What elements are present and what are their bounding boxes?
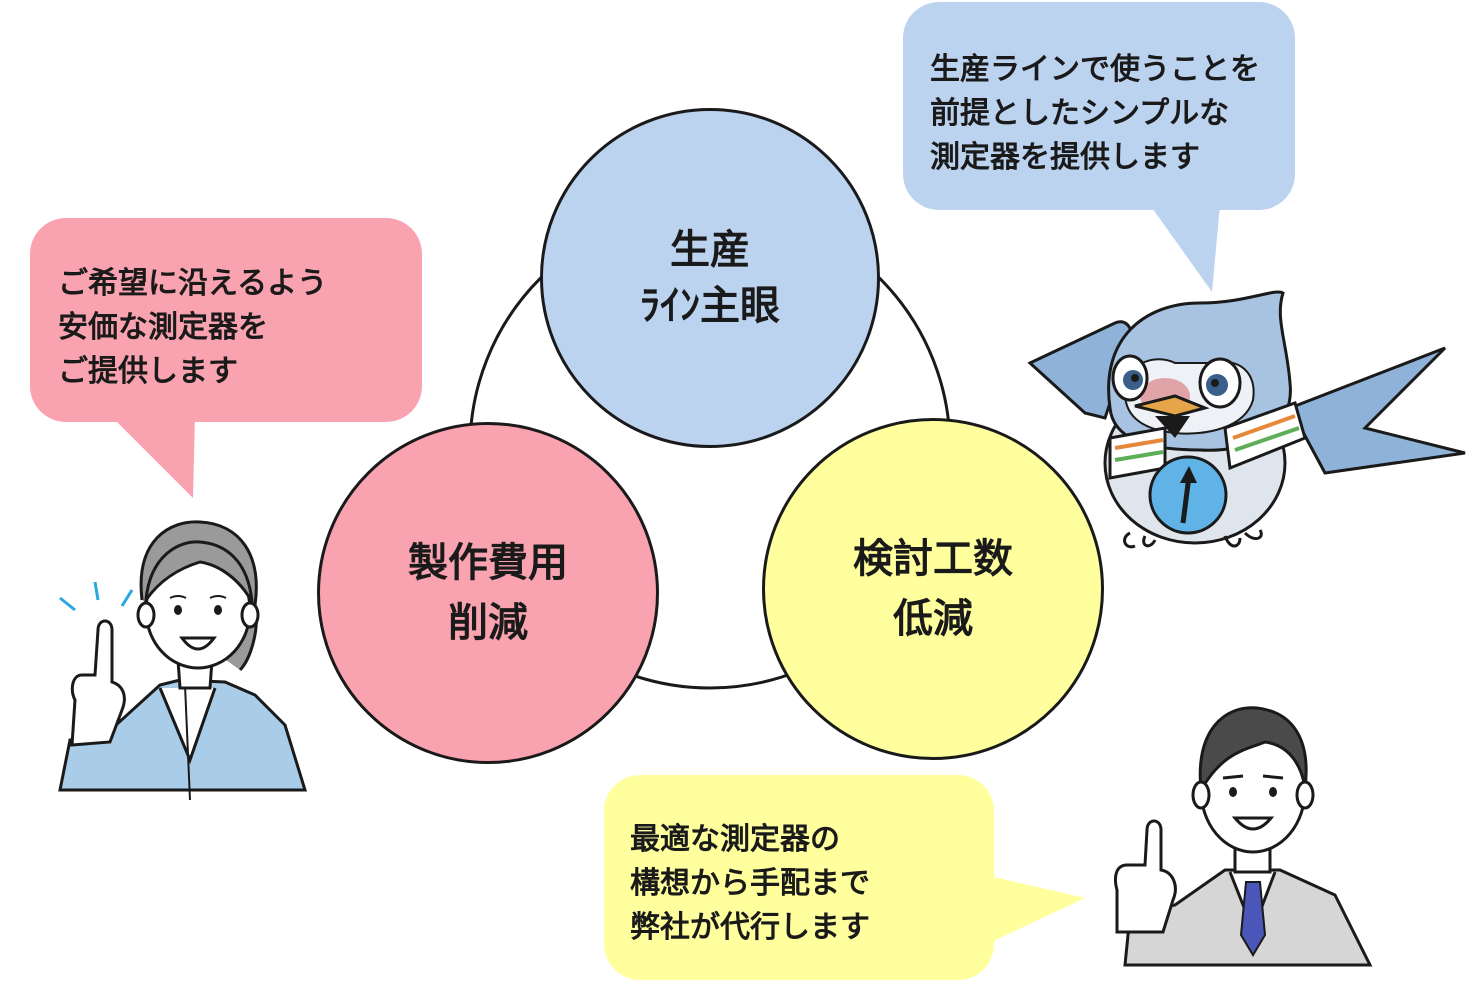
swallow-mascot-icon	[1027, 290, 1466, 549]
speech-bubble-bottom	[604, 775, 994, 980]
cycle-top-circle: 生産 ﾗｲﾝ主眼	[540, 108, 880, 448]
man-pointing-icon	[1113, 706, 1373, 967]
cycle-right-line1: 検討工数	[853, 536, 1013, 582]
speech-bubble-top-right	[903, 2, 1295, 210]
speech-bubble-bottom-text: 最適な測定器の 構想から手配まで 弊社が代行します	[630, 818, 870, 950]
speech-bubble-left-text: ご希望に沿えるよう 安価な測定器を ご提供します	[58, 262, 327, 394]
speech-bubble-left	[30, 218, 422, 422]
bubble-line: ご提供します	[58, 354, 238, 389]
bubble-line: 安価な測定器を	[58, 310, 268, 345]
cycle-top-line1: 生産	[670, 227, 750, 273]
speech-bubble-top-right-text: 生産ラインで使うことを 前提としたシンプルな 測定器を提供します	[930, 48, 1260, 180]
cycle-left-line2: 削減	[448, 600, 528, 646]
bubble-line: 生産ラインで使うことを	[930, 52, 1260, 87]
bubble-line: 構想から手配まで	[630, 866, 870, 901]
cycle-top-line2: ﾗｲﾝ主眼	[640, 283, 780, 329]
woman-pointing-icon	[58, 520, 308, 801]
cycle-right-line2: 低減	[893, 596, 973, 642]
bubble-line: 最適な測定器の	[630, 822, 840, 857]
cycle-right-circle: 検討工数 低減	[762, 418, 1104, 760]
bubble-line: 弊社が代行します	[630, 910, 870, 945]
cycle-left-circle: 製作費用 削減	[317, 422, 659, 764]
bubble-line: 前提としたシンプルな	[930, 96, 1230, 131]
bubble-line: 測定器を提供します	[930, 140, 1200, 175]
cycle-left-line1: 製作費用	[408, 540, 568, 586]
bubble-line: ご希望に沿えるよう	[58, 266, 328, 301]
